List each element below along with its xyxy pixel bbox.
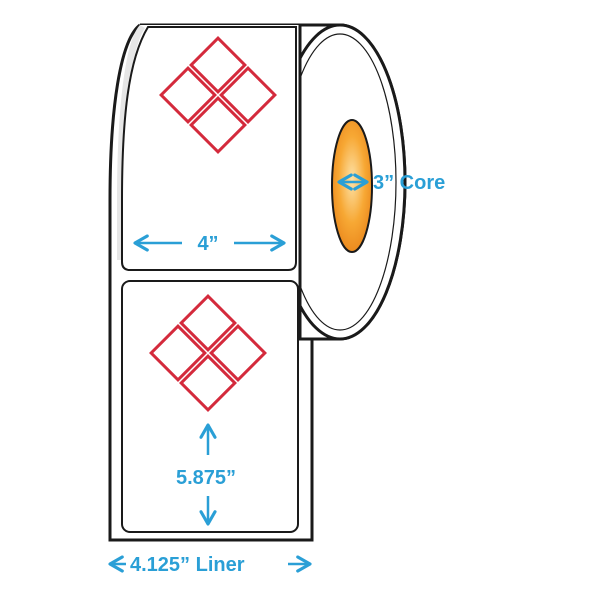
label-height-text: 5.875” bbox=[176, 467, 236, 489]
core bbox=[331, 119, 373, 253]
core-text: 3” Core bbox=[373, 172, 445, 194]
liner-text: 4.125” Liner bbox=[130, 554, 245, 576]
top-label bbox=[121, 26, 297, 271]
label-width-text: 4” bbox=[197, 233, 218, 255]
